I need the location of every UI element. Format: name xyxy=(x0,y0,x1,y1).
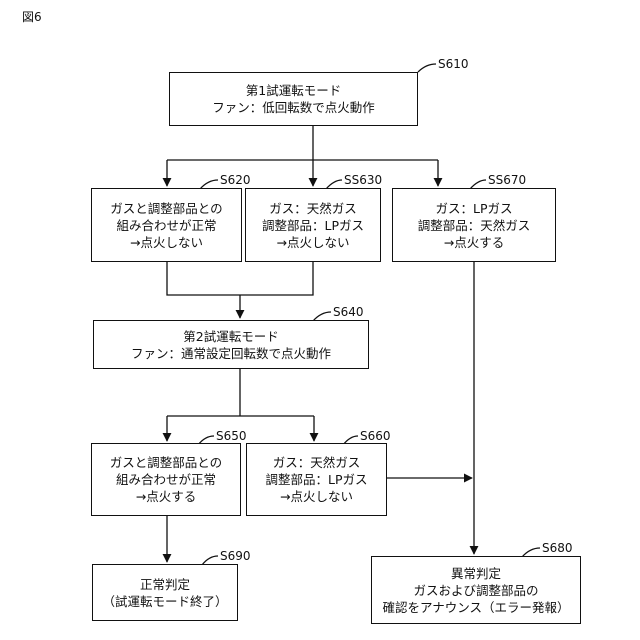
box-s640-second-trial-mode: 第2試運転モード ファン：通常設定回転数で点火動作 xyxy=(93,320,369,369)
s650-line-1: ガスと調整部品との xyxy=(110,454,222,471)
s640-line-1: 第2試運転モード xyxy=(183,328,278,345)
step-label-s660: S660 xyxy=(360,429,391,443)
box-s690-normal-judgment: 正常判定 （試運転モード終了） xyxy=(92,564,238,621)
step-label-s630: SS630 xyxy=(344,173,382,187)
box-s620-normal-combination: ガスと調整部品との 組み合わせが正常 →点火しない xyxy=(91,188,242,262)
step-label-s610: S610 xyxy=(438,57,469,71)
s660-line-3: →点火しない xyxy=(280,488,353,505)
box-s610-first-trial-mode: 第1試運転モード ファン：低回転数で点火動作 xyxy=(169,72,418,126)
step-label-s640: S640 xyxy=(333,305,364,319)
s610-line-1: 第1試運転モード xyxy=(246,82,341,99)
s650-line-2: 組み合わせが正常 xyxy=(116,471,216,488)
s690-line-1: 正常判定 xyxy=(140,576,190,593)
box-s680-abnormal-judgment: 異常判定 ガスおよび調整部品の 確認をアナウンス（エラー発報） xyxy=(371,556,581,624)
s620-line-2: 組み合わせが正常 xyxy=(116,217,216,234)
s650-line-3: →点火する xyxy=(136,488,196,505)
box-s650-normal-combination-ignites: ガスと調整部品との 組み合わせが正常 →点火する xyxy=(91,443,241,516)
s680-line-3: 確認をアナウンス（エラー発報） xyxy=(382,599,569,616)
box-s630-natural-gas-lp-part: ガス：天然ガス 調整部品：LPガス →点火しない xyxy=(245,188,381,262)
box-s670-lp-gas-natural-part: ガス：LPガス 調整部品：天然ガス →点火する xyxy=(392,188,556,262)
s620-line-1: ガスと調整部品との xyxy=(110,200,222,217)
s660-line-1: ガス：天然ガス xyxy=(273,454,361,471)
s630-line-2: 調整部品：LPガス xyxy=(262,217,364,234)
step-label-s670: SS670 xyxy=(488,173,526,187)
s610-line-2: ファン：低回転数で点火動作 xyxy=(212,99,375,116)
s670-line-2: 調整部品：天然ガス xyxy=(418,217,531,234)
connector-s620-merge xyxy=(167,262,313,295)
s640-line-2: ファン：通常設定回転数で点火動作 xyxy=(131,345,331,362)
s680-line-2: ガスおよび調整部品の xyxy=(413,582,538,599)
box-s660-natural-gas-lp-part: ガス：天然ガス 調整部品：LPガス →点火しない xyxy=(246,443,387,516)
s630-line-3: →点火しない xyxy=(277,234,350,251)
step-label-s680: S680 xyxy=(542,541,573,555)
step-label-s690: S690 xyxy=(220,549,251,563)
s620-line-3: →点火しない xyxy=(130,234,203,251)
step-label-s620: S620 xyxy=(220,173,251,187)
s660-line-2: 調整部品：LPガス xyxy=(265,471,367,488)
step-label-s650: S650 xyxy=(216,429,247,443)
leader-s610 xyxy=(418,64,436,72)
s680-line-1: 異常判定 xyxy=(451,565,501,582)
s630-line-1: ガス：天然ガス xyxy=(269,200,357,217)
s670-line-1: ガス：LPガス xyxy=(435,200,512,217)
s670-line-3: →点火する xyxy=(444,234,504,251)
s690-line-2: （試運転モード終了） xyxy=(102,593,227,610)
